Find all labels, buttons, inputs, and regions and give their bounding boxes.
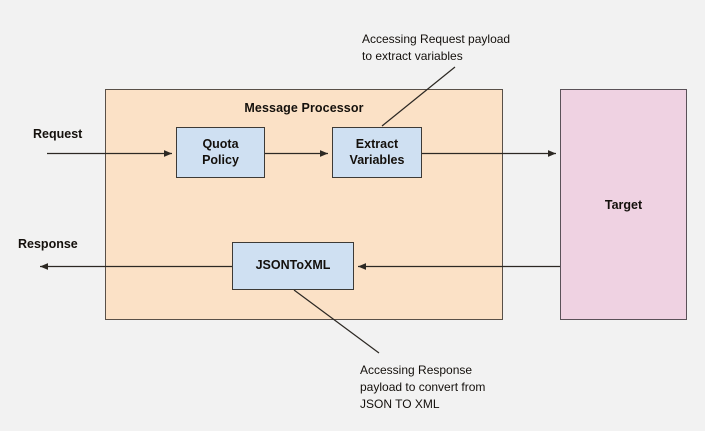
label-request: Request [33,127,83,141]
label-response: Response [18,237,78,251]
policy-box-extract-variables[interactable]: Extract Variables [332,127,422,178]
target-box[interactable]: Target [560,89,687,320]
policy-box-quota[interactable]: Quota Policy [176,127,265,178]
annotation-request-note: Accessing Request payload to extract var… [362,32,511,64]
annotation-response-note: Accessing Response payload to convert fr… [360,363,486,412]
message-processor-title: Message Processor [244,101,364,115]
policy-box-jsontoxml[interactable]: JSONToXML [232,242,354,290]
